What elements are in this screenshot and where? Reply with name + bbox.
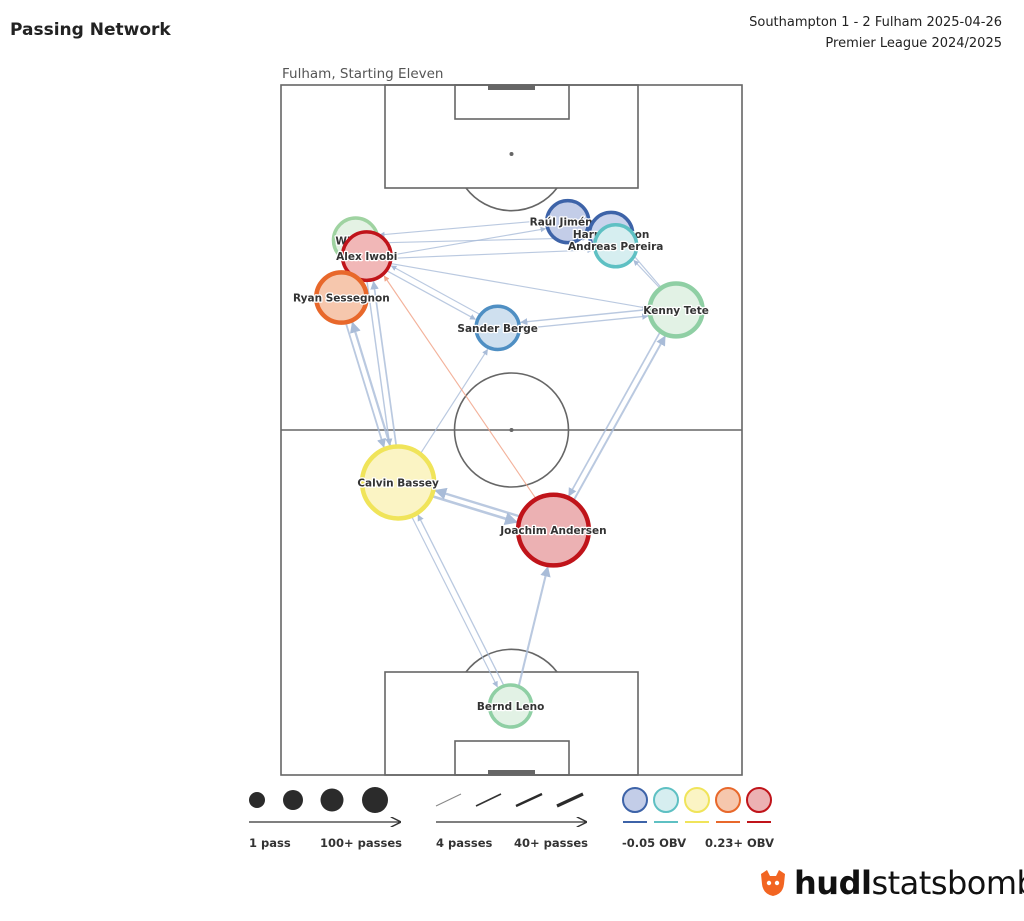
pass-edge-joachim-andersen-to-alex-iwobi [383, 275, 537, 500]
pass-edge-calvin-bassey-to-sander-berge [419, 348, 489, 455]
pass-edge-joachim-andersen-to-kenny-tete [572, 335, 666, 502]
player-node-joachim-andersen: Joachim Andersen [498, 492, 608, 568]
player-node-andreas-pereira: Andreas Pereira [567, 222, 665, 269]
legend-width-max: 40+ passes [514, 836, 588, 850]
player-node-raul-jimenez: Raúl Jiménez [528, 198, 607, 245]
pass-edges [344, 219, 666, 688]
pass-edge-willian-to-harry-wilson [377, 235, 589, 244]
pass-edge-sander-berge-to-kenny-tete [519, 313, 649, 330]
pass-edge-kenny-tete-to-andreas-pereira [633, 259, 661, 289]
legend-width-min: 4 passes [436, 836, 492, 850]
player-label: Calvin Bassey [357, 477, 439, 489]
player-circle [592, 222, 639, 269]
legend-size-max: 100+ passes [320, 836, 402, 850]
centre-spot [509, 428, 514, 432]
player-circle [647, 281, 705, 339]
legend: 1 pass 100+ passes 4 passes 40+ passes -… [249, 787, 774, 850]
legend-width-line-1 [435, 793, 462, 807]
player-circle [544, 198, 591, 245]
legend-obv-swatch-5 [746, 787, 772, 813]
pass-edge-alex-iwobi-to-calvin-bassey [366, 280, 393, 446]
pass-edge-sander-berge-to-alex-iwobi [390, 265, 481, 316]
pass-edge-alex-iwobi-to-kenny-tete [389, 262, 649, 311]
pass-edge-bernd-leno-to-calvin-bassey [417, 514, 505, 687]
legend-obv-swatch-3 [684, 787, 710, 813]
statsbomb-fox-icon [761, 870, 785, 896]
player-label: Kenny Tete [643, 305, 709, 317]
pass-edge-kenny-tete-to-sander-berge [520, 308, 650, 326]
player-label: Ryan Sessegnon [293, 293, 390, 305]
pass-edge-calvin-bassey-to-ryan-sessegnon [350, 321, 392, 448]
player-node-sander-berge: Sander Berge [456, 304, 539, 352]
pass-edge-calvin-bassey-to-bernd-leno [410, 515, 498, 688]
legend-width-line-4 [556, 792, 584, 808]
legend-size-dot-4 [362, 787, 388, 813]
legend-line-width: 4 passes 40+ passes [435, 792, 588, 850]
player-circle [487, 683, 534, 729]
player-node-calvin-bassey: Calvin Bassey [356, 444, 440, 521]
player-label: Andreas Pereira [568, 241, 663, 253]
pass-edge-calvin-bassey-to-joachim-andersen [431, 494, 519, 525]
bottom-penalty-arc [465, 648, 558, 673]
legend-obv: -0.05 OBV 0.23+ OBV [622, 787, 774, 850]
player-circle [515, 492, 592, 568]
legend-width-line-3 [515, 792, 543, 808]
centre-circle [453, 372, 570, 488]
pass-edge-alex-iwobi-to-raul-jimenez [391, 226, 547, 256]
pass-edge-joachim-andersen-to-calvin-bassey [434, 487, 521, 518]
match-info: Southampton 1 - 2 Fulham 2025-04-26 Prem… [749, 12, 1002, 54]
team-label: Fulham, Starting Eleven [282, 66, 444, 82]
chart-title: Passing Network [10, 20, 171, 40]
player-node-kenny-tete: Kenny Tete [642, 281, 710, 339]
top-penalty-box [384, 84, 639, 189]
player-node-bernd-leno: Bernd Leno [476, 683, 546, 729]
pass-edge-kenny-tete-to-joachim-andersen [568, 331, 662, 497]
player-label: Alex Iwobi [336, 251, 397, 263]
player-node-alex-iwobi: Alex Iwobi [335, 230, 399, 283]
bottom-six-yard-box [454, 740, 570, 776]
legend-node-size: 1 pass 100+ passes [249, 787, 402, 850]
pass-edge-calvin-bassey-to-alex-iwobi [370, 280, 398, 447]
pass-edge-bernd-leno-to-joachim-andersen [517, 566, 551, 687]
legend-obv-swatch-2 [653, 787, 679, 813]
legend-obv-max: 0.23+ OBV [705, 836, 774, 850]
top-penalty-arc [465, 187, 558, 212]
legend-size-min: 1 pass [249, 836, 291, 850]
top-penalty-spot [509, 152, 514, 156]
logo-word-hudl: hudl [794, 864, 872, 902]
legend-obv-swatch-1 [622, 787, 648, 813]
match-score: Southampton 1 - 2 Fulham 2025-04-26 [749, 15, 1002, 30]
top-six-yard-box [454, 84, 570, 120]
player-circle [313, 270, 369, 325]
bottom-goal [488, 770, 535, 775]
player-label: Joachim Andersen [499, 525, 606, 537]
player-circle [359, 444, 437, 521]
competition: Premier League 2024/2025 [825, 36, 1002, 51]
pass-edge-ryan-sessegnon-to-calvin-bassey [344, 322, 386, 448]
pass-edge-alex-iwobi-to-sander-berge [386, 270, 476, 320]
legend-width-line-2 [475, 793, 502, 807]
legend-size-dot-1 [249, 792, 265, 808]
player-node-ryan-sessegnon: Ryan Sessegnon [292, 270, 391, 325]
player-circle [474, 304, 522, 352]
pass-edge-raul-jimenez-to-willian [378, 219, 547, 238]
legend-size-dot-3 [320, 788, 344, 812]
legend-obv-min: -0.05 OBV [622, 836, 686, 850]
pass-edge-alex-iwobi-to-andreas-pereira [391, 247, 594, 259]
legend-size-dot-2 [283, 790, 303, 810]
player-circle [340, 230, 393, 283]
player-label: Raúl Jiménez [530, 217, 606, 229]
top-goal [488, 85, 535, 90]
legend-obv-swatch-4 [715, 787, 741, 813]
player-label: Bernd Leno [477, 701, 544, 713]
player-label: Sander Berge [457, 323, 538, 335]
logo-word-statsbomb: statsbomb [871, 864, 1024, 902]
